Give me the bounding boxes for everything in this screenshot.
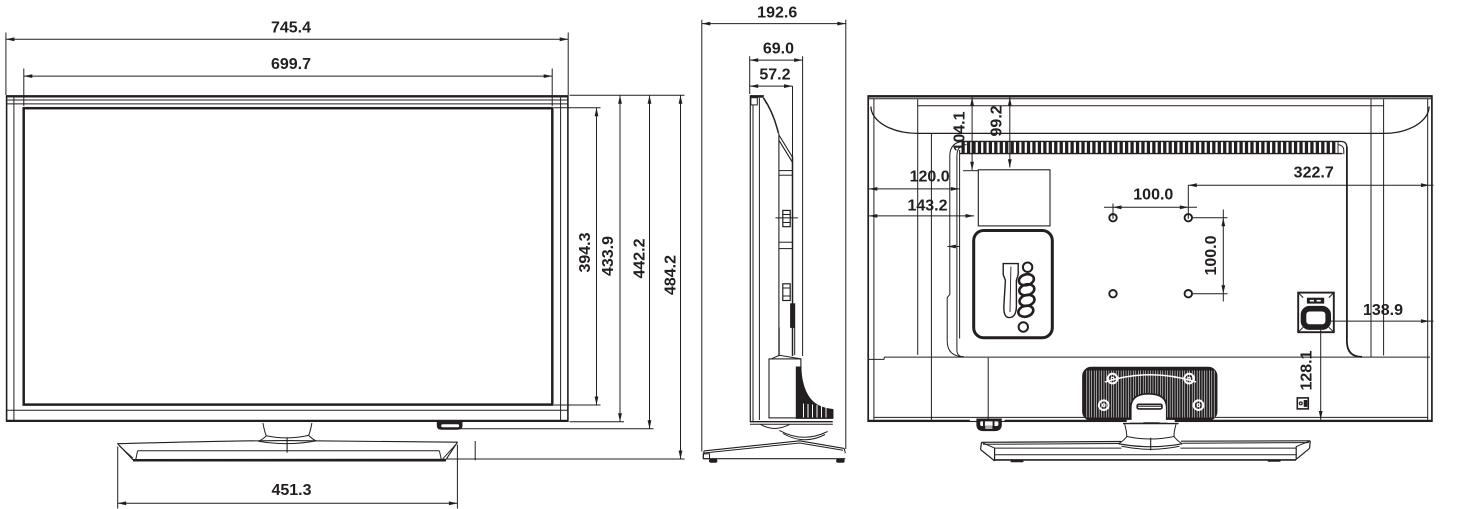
svg-text:120.0: 120.0 [910,169,950,186]
svg-text:699.7: 699.7 [271,56,311,73]
svg-text:322.7: 322.7 [1294,164,1334,181]
svg-text:138.9: 138.9 [1363,302,1403,319]
svg-text:100.0: 100.0 [1133,187,1173,204]
svg-text:745.4: 745.4 [271,20,311,37]
svg-text:484.2: 484.2 [663,255,680,295]
svg-text:100.0: 100.0 [1203,235,1220,275]
svg-text:451.3: 451.3 [271,482,311,499]
svg-text:442.2: 442.2 [632,238,649,278]
svg-text:143.2: 143.2 [907,198,947,215]
svg-text:433.9: 433.9 [600,236,617,276]
svg-text:69.0: 69.0 [763,41,794,58]
svg-text:57.2: 57.2 [759,67,790,84]
svg-text:128.1: 128.1 [1299,350,1316,390]
svg-text:394.3: 394.3 [577,232,594,272]
svg-text:192.6: 192.6 [757,5,797,22]
svg-text:104.1: 104.1 [951,111,968,151]
svg-text:99.2: 99.2 [988,105,1005,136]
